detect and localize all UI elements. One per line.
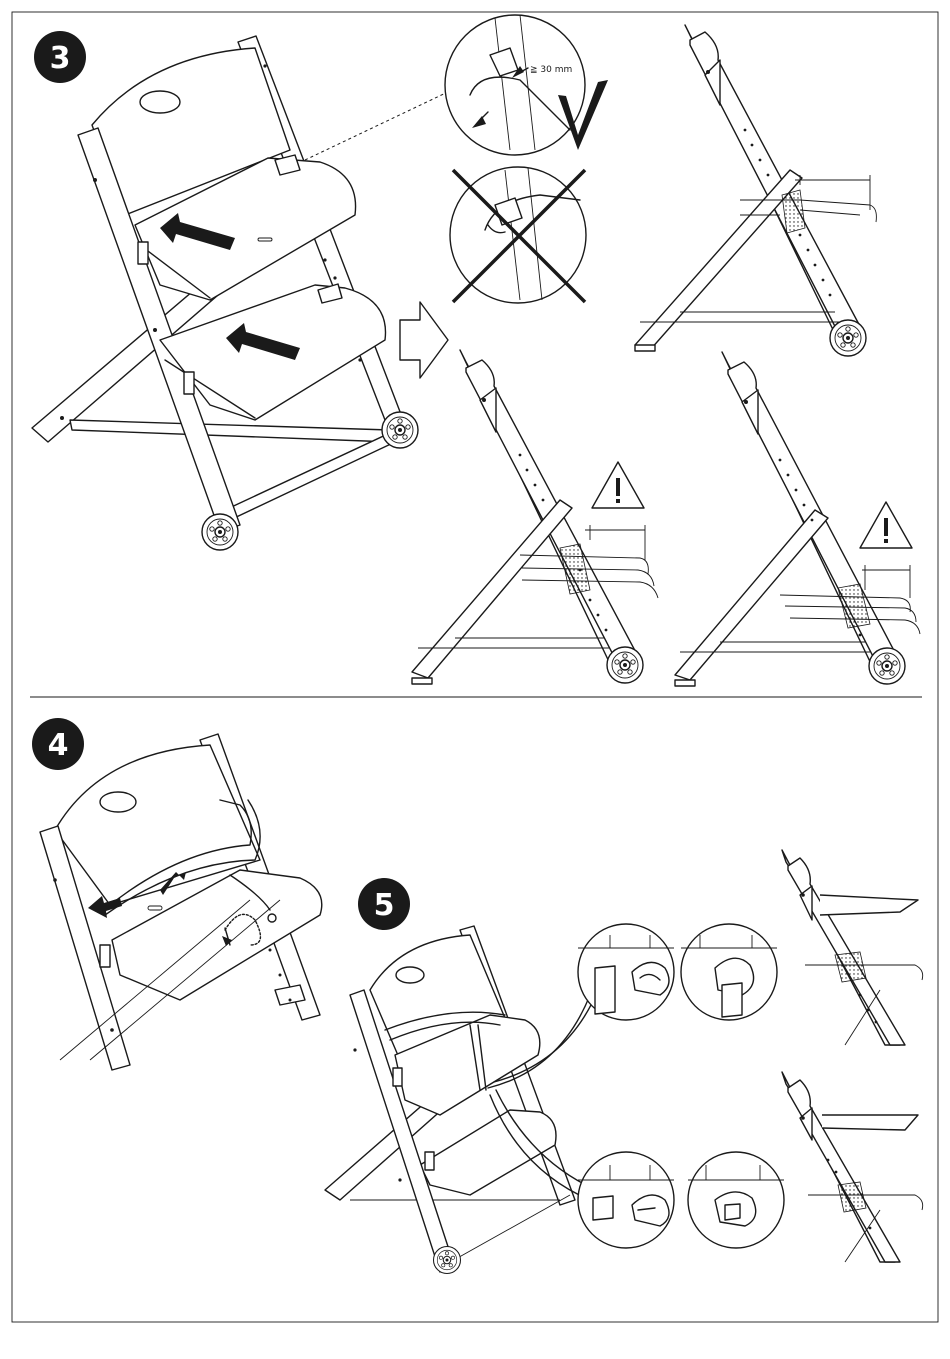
strap-detail-top-left [578, 924, 674, 1020]
side-view-warning-a [412, 350, 658, 684]
side-view-strap-top [782, 850, 923, 1045]
side-view-strap-bottom [782, 1072, 923, 1262]
side-view-correct [635, 25, 876, 356]
warning-triangle-icon [860, 502, 912, 548]
strap-detail-bottom-right [688, 1152, 784, 1248]
step-5-badge: 5 [358, 878, 410, 930]
step-5-highchair [325, 926, 575, 1274]
step-4-highchair-detail [40, 734, 322, 1070]
step-3-highchair [32, 36, 418, 550]
strap-detail-bottom-left [578, 1152, 674, 1248]
detail-leader-line [305, 90, 452, 160]
outline-arrow-icon [400, 302, 448, 378]
step-5-number: 5 [374, 888, 395, 923]
wheel-icon [202, 514, 238, 550]
wheel-icon [382, 412, 418, 448]
warning-triangle-icon [592, 462, 644, 508]
step-4-badge: 4 [32, 718, 84, 770]
strap-detail-top-right [681, 924, 777, 1020]
correct-detail: ≧ 30 mm [445, 15, 585, 155]
step-4-number: 4 [48, 728, 69, 763]
gap-measurement: ≧ 30 mm [530, 65, 572, 75]
step-3-number: 3 [50, 41, 71, 76]
step-3-badge: 3 [34, 31, 86, 83]
